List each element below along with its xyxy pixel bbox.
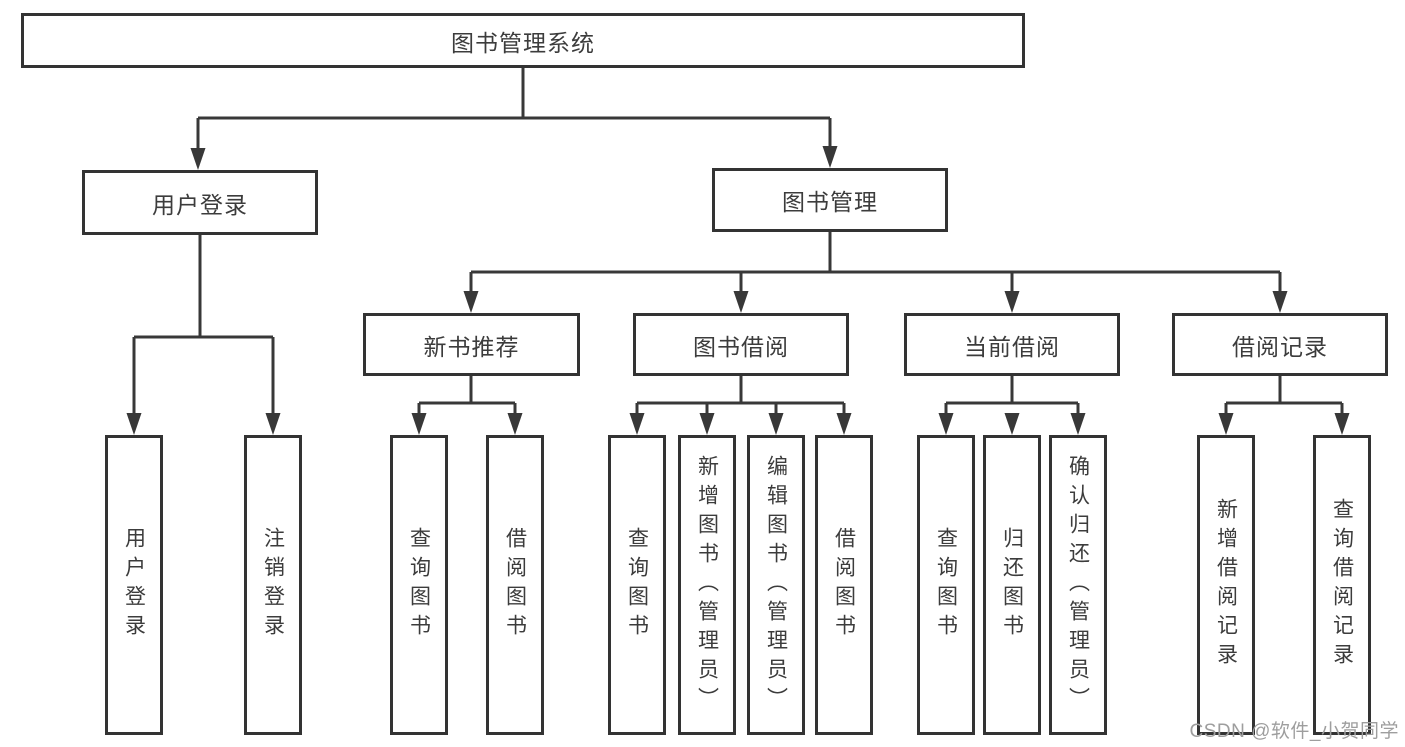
leaf-bb-query-books: 查询图书 bbox=[608, 435, 666, 735]
node-root: 图书管理系统 bbox=[21, 13, 1025, 68]
arrowhead-icon bbox=[1218, 413, 1234, 435]
leaf-label: 归还图书 bbox=[1000, 527, 1024, 643]
arrowhead-icon bbox=[126, 413, 142, 435]
leaf-user-login: 用户登录 bbox=[105, 435, 163, 735]
leaf-label: 编辑图书（管理员） bbox=[764, 454, 788, 716]
arrowhead-icon bbox=[938, 413, 954, 435]
node-current-borrow: 当前借阅 bbox=[904, 313, 1120, 376]
leaf-label: 借阅图书 bbox=[503, 527, 527, 643]
arrowhead-icon bbox=[836, 413, 852, 435]
connector-lines bbox=[132, 68, 1344, 419]
leaf-label: 查询图书 bbox=[407, 527, 431, 643]
arrowhead-icon bbox=[1272, 291, 1288, 313]
node-book-borrow: 图书借阅 bbox=[633, 313, 849, 376]
arrowhead-icon bbox=[822, 146, 838, 168]
leaf-label: 注销登录 bbox=[261, 527, 285, 643]
leaf-nb-query-books: 查询图书 bbox=[390, 435, 448, 735]
arrowhead-icon bbox=[1004, 291, 1020, 313]
arrowhead-icon bbox=[768, 413, 784, 435]
leaf-label: 查询图书 bbox=[625, 527, 649, 643]
csdn-watermark: CSDN @软件_小贺同学 bbox=[1189, 721, 1399, 742]
leaf-logout: 注销登录 bbox=[244, 435, 302, 735]
arrowhead-icon bbox=[411, 413, 427, 435]
arrowhead-icon bbox=[1004, 413, 1020, 435]
leaf-bb-add-books-admin: 新增图书（管理员） bbox=[678, 435, 736, 735]
arrowhead-icon bbox=[1070, 413, 1086, 435]
leaf-label: 新增借阅记录 bbox=[1214, 498, 1238, 672]
arrowheads bbox=[126, 146, 1350, 435]
leaf-label: 查询图书 bbox=[934, 527, 958, 643]
arrowhead-icon bbox=[507, 413, 523, 435]
leaf-cb-query-books: 查询图书 bbox=[917, 435, 975, 735]
leaf-nb-borrow-books: 借阅图书 bbox=[486, 435, 544, 735]
arrowhead-icon bbox=[699, 413, 715, 435]
leaf-label: 确认归还（管理员） bbox=[1066, 454, 1090, 716]
leaf-br-query-record: 查询借阅记录 bbox=[1313, 435, 1371, 735]
leaf-cb-return-books: 归还图书 bbox=[983, 435, 1041, 735]
arrowhead-icon bbox=[265, 413, 281, 435]
arrowhead-icon bbox=[463, 291, 479, 313]
leaf-cb-confirm-return-admin: 确认归还（管理员） bbox=[1049, 435, 1107, 735]
node-user-login-branch: 用户登录 bbox=[82, 170, 318, 235]
leaf-label: 借阅图书 bbox=[832, 527, 856, 643]
arrowhead-icon bbox=[1334, 413, 1350, 435]
leaf-br-add-record: 新增借阅记录 bbox=[1197, 435, 1255, 735]
leaf-bb-borrow-books: 借阅图书 bbox=[815, 435, 873, 735]
node-new-book-recommend: 新书推荐 bbox=[363, 313, 580, 376]
leaf-label: 新增图书（管理员） bbox=[695, 454, 719, 716]
arrowhead-icon bbox=[190, 148, 206, 170]
leaf-bb-edit-books-admin: 编辑图书（管理员） bbox=[747, 435, 805, 735]
arrowhead-icon bbox=[733, 291, 749, 313]
arrowhead-icon bbox=[629, 413, 645, 435]
node-borrow-records: 借阅记录 bbox=[1172, 313, 1388, 376]
leaf-label: 用户登录 bbox=[122, 527, 146, 643]
leaf-label: 查询借阅记录 bbox=[1330, 498, 1354, 672]
node-book-management: 图书管理 bbox=[712, 168, 948, 232]
